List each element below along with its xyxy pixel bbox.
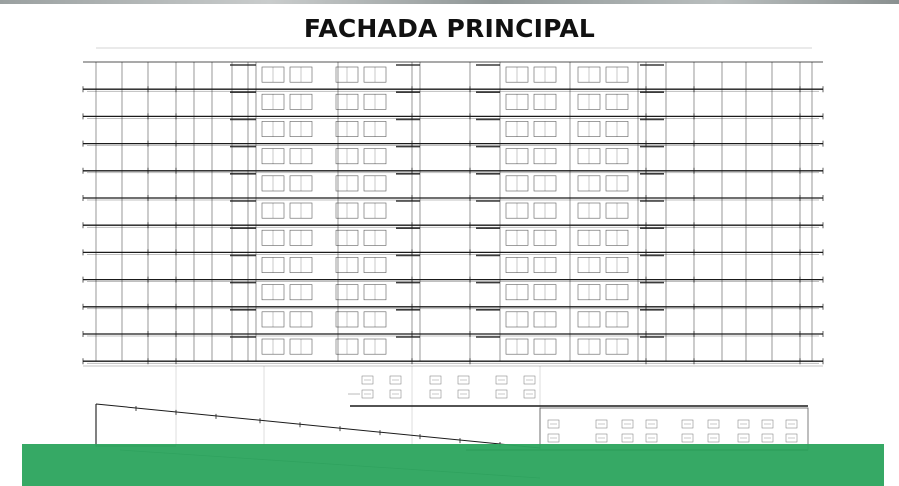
- podium-symbol: [681, 433, 694, 443]
- podium-symbol: [785, 433, 798, 443]
- parking-symbol: [361, 389, 374, 399]
- podium-symbol: [737, 433, 750, 443]
- podium-symbol: [547, 433, 560, 443]
- parking-symbol: [361, 375, 374, 385]
- podium-symbol: [645, 433, 658, 443]
- podium-symbol: [737, 419, 750, 429]
- podium-symbol: [547, 419, 560, 429]
- podium-symbol: [621, 419, 634, 429]
- parking-symbol: [495, 389, 508, 399]
- parking-symbol: [429, 375, 442, 385]
- podium-symbol: [761, 433, 774, 443]
- parking-symbol: [429, 389, 442, 399]
- parking-symbol: [523, 389, 536, 399]
- podium-symbol: [681, 419, 694, 429]
- podium-symbol: [595, 433, 608, 443]
- parking-symbol: [457, 389, 470, 399]
- parking-symbol: [389, 389, 402, 399]
- podium-symbol: [621, 433, 634, 443]
- green-footer-band: [22, 444, 884, 486]
- drawing-title: FACHADA PRINCIPAL: [303, 14, 596, 43]
- podium-symbol: [707, 433, 720, 443]
- top-image-strip: [0, 0, 899, 4]
- podium-symbol: [595, 419, 608, 429]
- ramp-slope: [95, 403, 541, 449]
- parking-symbol: [389, 375, 402, 385]
- podium-symbol: [761, 419, 774, 429]
- parking-symbol: [457, 375, 470, 385]
- parking-symbol: [495, 375, 508, 385]
- podium-symbol: [645, 419, 658, 429]
- podium-symbol: [707, 419, 720, 429]
- podium-symbol: [785, 419, 798, 429]
- parking-symbol: [523, 375, 536, 385]
